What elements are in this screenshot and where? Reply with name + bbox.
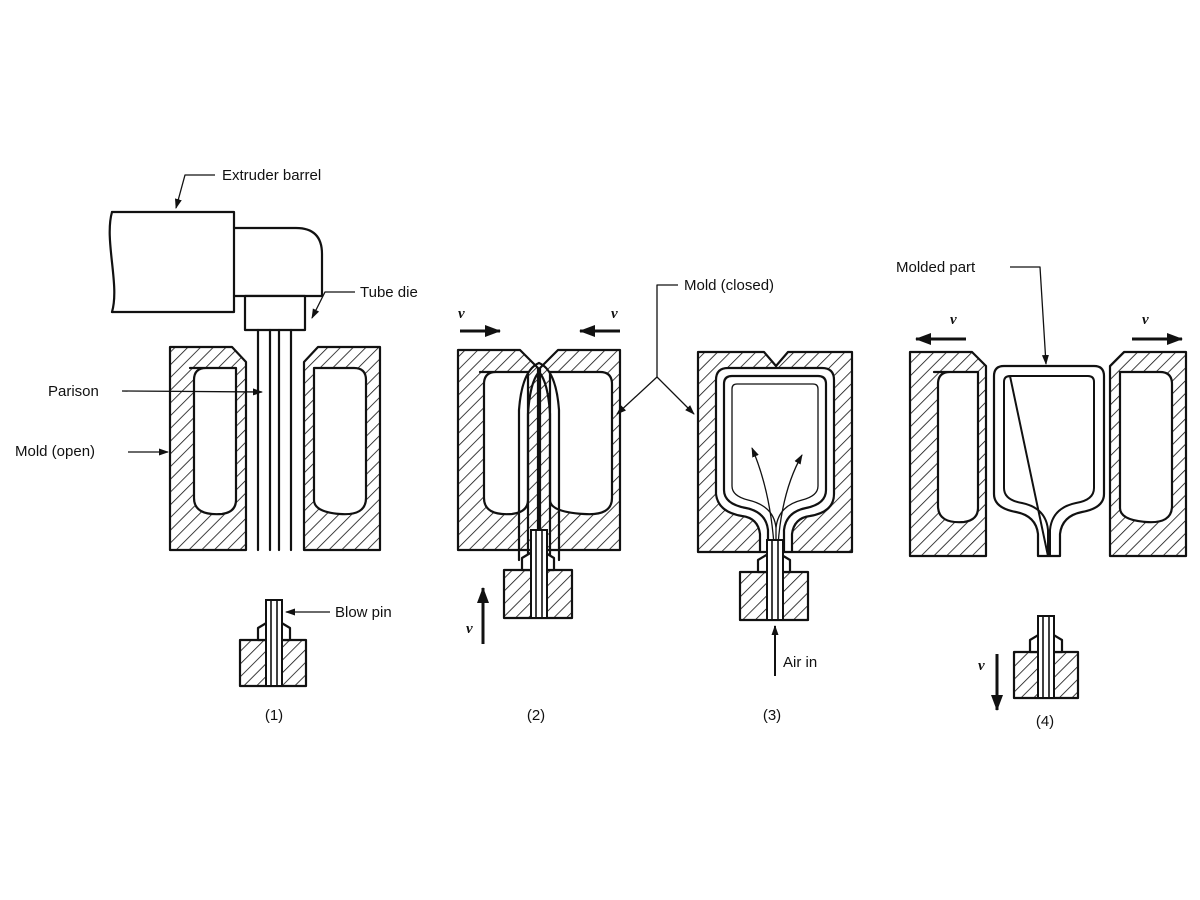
step-label-1: (1) bbox=[265, 707, 283, 724]
label-molded-part: Molded part bbox=[896, 259, 976, 276]
stage-1: Extruder barrel Tube die Parison Mold (o… bbox=[15, 167, 418, 724]
velocity-symbol: v bbox=[458, 306, 465, 322]
mold-half-right bbox=[538, 348, 622, 552]
velocity-symbol: v bbox=[978, 658, 985, 674]
stage-3: Air in Mold (closed) (3) bbox=[616, 277, 854, 724]
label-air-in: Air in bbox=[783, 654, 817, 671]
label-parison: Parison bbox=[48, 383, 99, 400]
stage-4: v v v Molded part (4) bbox=[896, 259, 1188, 730]
mold-half-left bbox=[168, 345, 248, 552]
velocity-symbol: v bbox=[466, 621, 473, 637]
mold-half-left bbox=[908, 350, 988, 558]
mold-half-right bbox=[1108, 350, 1188, 558]
velocity-symbol: v bbox=[1142, 312, 1149, 328]
blow-pin-assembly bbox=[238, 599, 308, 688]
blow-pin-assembly bbox=[502, 529, 574, 620]
mold-closed bbox=[696, 350, 854, 554]
molded-part bbox=[992, 364, 1106, 558]
stage-2: v v v (2) bbox=[456, 306, 622, 724]
label-mold-open: Mold (open) bbox=[15, 443, 95, 460]
parison bbox=[517, 361, 561, 562]
velocity-symbol: v bbox=[950, 312, 957, 328]
blow-pin-assembly bbox=[1012, 615, 1080, 700]
parison bbox=[256, 328, 293, 552]
blow-pin-assembly bbox=[738, 539, 810, 622]
step-label-3: (3) bbox=[763, 707, 781, 724]
extruder-barrel bbox=[108, 210, 324, 332]
label-extruder-barrel: Extruder barrel bbox=[222, 167, 321, 184]
step-label-2: (2) bbox=[527, 707, 545, 724]
label-blow-pin: Blow pin bbox=[335, 604, 392, 621]
mold-half-left bbox=[456, 348, 540, 552]
mold-half-right bbox=[302, 345, 382, 552]
label-mold-closed: Mold (closed) bbox=[684, 277, 774, 294]
label-tube-die: Tube die bbox=[360, 284, 418, 301]
velocity-symbol: v bbox=[611, 306, 618, 322]
step-label-4: (4) bbox=[1036, 713, 1054, 730]
